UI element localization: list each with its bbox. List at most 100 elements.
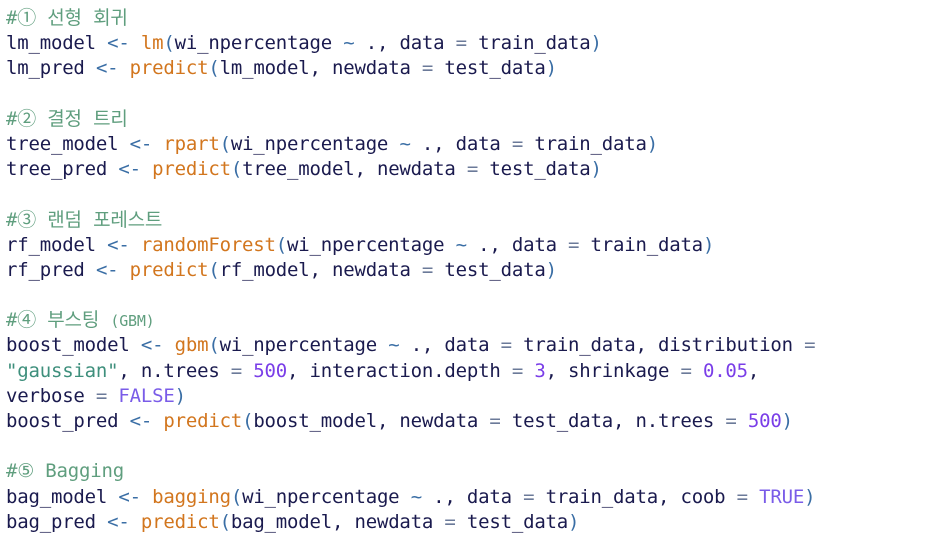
code-token: ) bbox=[174, 384, 186, 407]
code-line[interactable]: #① 선형 회귀 bbox=[6, 6, 933, 31]
code-token: lm_model bbox=[6, 32, 96, 55]
code-line-blank[interactable] bbox=[6, 434, 933, 459]
code-line[interactable]: rf_model <- randomForest(wi_npercentage … bbox=[6, 233, 933, 258]
code-line[interactable]: #② 결정 트리 bbox=[6, 107, 933, 132]
code-token: interaction.depth bbox=[298, 359, 512, 382]
code-token: 3 bbox=[534, 359, 546, 382]
code-token: wi_npercentage bbox=[230, 132, 389, 155]
code-token: data bbox=[433, 334, 501, 357]
code-line[interactable]: boost_pred <- predict(boost_model, newda… bbox=[6, 409, 933, 434]
code-line[interactable]: #③ 랜덤 포레스트 bbox=[6, 208, 933, 233]
code-line[interactable]: tree_pred <- predict(tree_model, newdata… bbox=[6, 157, 933, 182]
code-token: ) bbox=[545, 258, 557, 281]
code-token bbox=[130, 234, 141, 256]
code-token: #④ 부스팅 bbox=[6, 309, 111, 332]
code-token: ~ bbox=[455, 233, 467, 256]
code-token bbox=[737, 410, 748, 432]
code-token: = bbox=[511, 359, 524, 382]
code-token bbox=[107, 158, 118, 180]
code-token: = bbox=[455, 32, 467, 55]
code-token bbox=[85, 57, 96, 79]
code-token: newdata bbox=[365, 158, 467, 181]
code-token: "gaussian" bbox=[6, 359, 119, 382]
code-token bbox=[118, 133, 129, 155]
code-line[interactable]: verbose = FALSE) bbox=[6, 384, 933, 409]
code-token: ( bbox=[208, 258, 220, 281]
code-line[interactable]: bag_pred <- predict(bag_model, newdata =… bbox=[6, 510, 933, 535]
code-token bbox=[152, 133, 163, 155]
code-token: <- bbox=[95, 258, 119, 281]
code-token: ., bbox=[421, 485, 456, 508]
code-token: ~ bbox=[343, 32, 355, 55]
code-token: train_data bbox=[466, 32, 591, 55]
code-token bbox=[118, 259, 129, 281]
code-token: #① 선형 회귀 bbox=[6, 7, 128, 29]
code-token: boost_model, bbox=[253, 410, 389, 432]
code-token: shrinkage bbox=[556, 359, 681, 382]
code-token: ( bbox=[208, 57, 220, 80]
code-token: verbose bbox=[6, 384, 96, 407]
code-line[interactable]: lm_model <- lm(wi_npercentage ~ ., data … bbox=[6, 31, 933, 56]
code-line[interactable]: rf_pred <- predict(rf_model, newdata = t… bbox=[6, 258, 933, 283]
code-token bbox=[163, 334, 174, 356]
code-token: ( bbox=[208, 334, 220, 357]
code-token: wi_npercentage bbox=[174, 32, 333, 55]
code-token: TRUE bbox=[759, 485, 805, 508]
code-line-blank[interactable] bbox=[6, 283, 933, 308]
code-token: data bbox=[455, 485, 524, 508]
code-token: predict bbox=[152, 158, 231, 181]
code-token: randomForest bbox=[140, 233, 276, 256]
code-token bbox=[96, 234, 107, 256]
code-token: <- bbox=[129, 132, 153, 155]
code-line-blank[interactable] bbox=[6, 182, 933, 207]
code-token: ( bbox=[275, 233, 288, 256]
code-token: ( bbox=[242, 410, 254, 432]
code-token: #③ 랜덤 포레스트 bbox=[6, 208, 163, 231]
code-token: predict bbox=[129, 57, 209, 80]
code-token: boost_pred bbox=[6, 410, 119, 432]
code-line[interactable]: lm_pred <- predict(lm_model, newdata = t… bbox=[6, 56, 933, 81]
code-token bbox=[130, 32, 141, 54]
code-token: (GBM) bbox=[110, 312, 155, 331]
code-token bbox=[242, 360, 253, 382]
code-token: = bbox=[230, 359, 243, 382]
code-line[interactable]: "gaussian", n.trees = 500, interaction.d… bbox=[6, 359, 933, 384]
code-token bbox=[141, 158, 152, 180]
code-token: train_data bbox=[523, 132, 647, 155]
code-token: n.trees bbox=[129, 359, 231, 382]
code-token bbox=[107, 385, 118, 407]
code-line[interactable]: #⑤ Bagging bbox=[6, 459, 933, 484]
code-token: newdata bbox=[320, 258, 422, 281]
code-token: ~ bbox=[410, 485, 422, 508]
code-line[interactable]: bag_model <- bagging(wi_npercentage ~ .,… bbox=[6, 485, 933, 510]
code-token: boost_model bbox=[6, 334, 130, 357]
code-token: ) bbox=[804, 485, 816, 508]
code-token: test_data bbox=[455, 510, 569, 533]
code-token: bag_pred bbox=[6, 510, 96, 533]
code-line[interactable]: tree_model <- rpart(wi_npercentage ~ ., … bbox=[6, 132, 933, 157]
code-token: newdata bbox=[388, 410, 490, 432]
code-token: test_data bbox=[433, 258, 546, 281]
code-line[interactable]: boost_model <- gbm(wi_npercentage ~ ., d… bbox=[6, 333, 933, 358]
code-token: train_data, distribution bbox=[511, 334, 805, 357]
code-token: 500 bbox=[253, 359, 288, 382]
code-token: bag_model, bbox=[230, 510, 344, 533]
code-token: data bbox=[500, 233, 569, 256]
code-line[interactable]: #④ 부스팅 (GBM) bbox=[6, 308, 933, 333]
code-token: ) bbox=[646, 132, 658, 155]
code-token: <- bbox=[107, 510, 130, 533]
code-token: 500 bbox=[747, 410, 782, 432]
code-line-blank[interactable] bbox=[6, 82, 933, 107]
code-token bbox=[118, 57, 129, 79]
code-token: = bbox=[95, 384, 108, 407]
code-token: test_data, n.trees bbox=[500, 410, 726, 432]
code-token bbox=[141, 486, 152, 508]
code-token: rpart bbox=[163, 132, 220, 155]
code-token: ( bbox=[230, 485, 243, 508]
code-token: ) bbox=[545, 57, 557, 80]
code-token: <- bbox=[118, 485, 141, 508]
code-token: predict bbox=[129, 258, 209, 281]
code-token: ) bbox=[590, 32, 602, 55]
code-token bbox=[118, 410, 129, 432]
